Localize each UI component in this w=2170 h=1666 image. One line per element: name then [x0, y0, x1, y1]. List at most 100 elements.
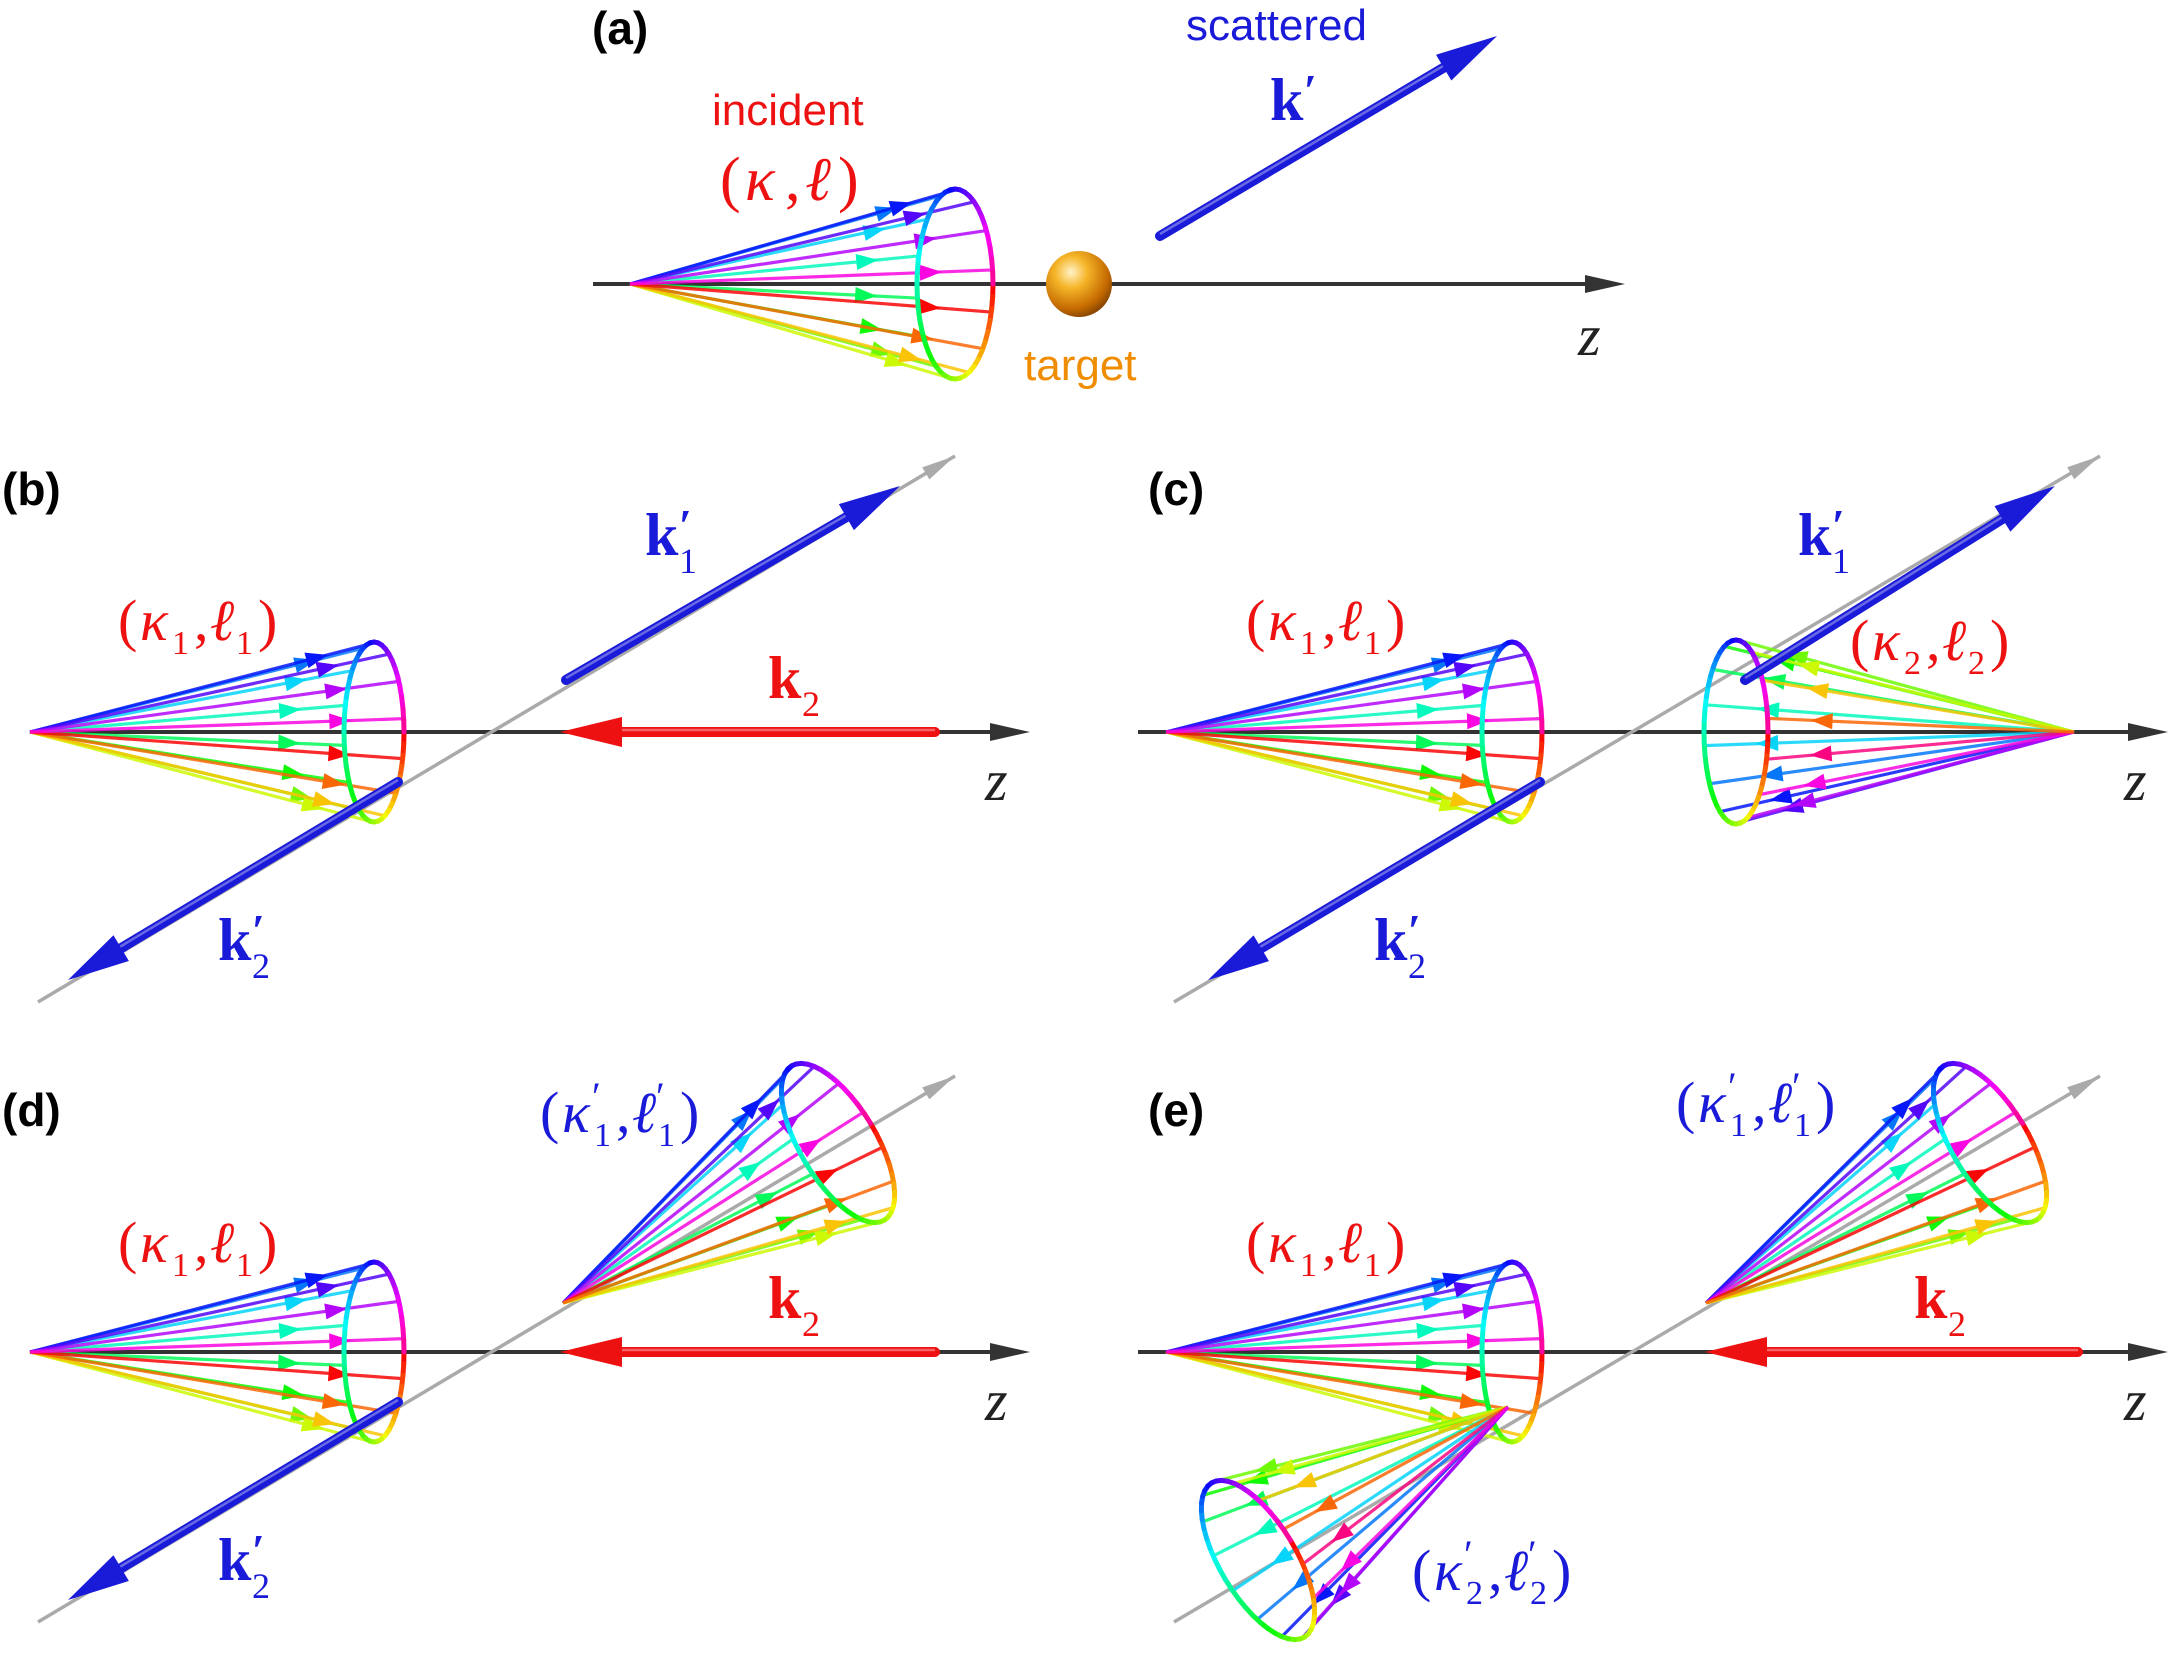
kappa-symbol: κ	[562, 1080, 591, 1145]
comma: ,	[616, 1080, 631, 1145]
subscript: 2	[1948, 1304, 1966, 1344]
arrow-b-k2-head	[560, 717, 622, 747]
paren-open: (	[540, 1080, 559, 1145]
arrow-c-k2p	[1237, 777, 1545, 965]
subscript: 1	[1300, 1247, 1317, 1284]
kappa-symbol: κ	[1434, 1538, 1463, 1603]
kappa-symbol: κ	[745, 146, 776, 214]
cone-ray-head	[1416, 1322, 1439, 1339]
cone-c-beam2	[1701, 637, 2075, 827]
cone-ray-head	[1880, 1132, 1903, 1154]
comma: ,	[785, 146, 801, 214]
arrow-d-k2p	[97, 1397, 403, 1585]
cone-ray-head	[1292, 1569, 1315, 1590]
ell-symbol: ℓ	[210, 1210, 234, 1275]
cone-ray-head	[278, 1354, 301, 1371]
ell-symbol: ℓ	[632, 1080, 656, 1145]
label-b-k1p: k′1	[645, 500, 697, 581]
axis-d-z: z	[984, 1368, 1008, 1433]
arrow-b-k1p-head	[838, 486, 900, 531]
subscript: 2	[252, 946, 270, 986]
cone-ray-head	[300, 795, 324, 812]
cone-ray-head	[1293, 1472, 1318, 1488]
k-symbol: k	[1798, 502, 1832, 568]
subscript: 2	[1408, 946, 1426, 986]
axis-b-z: z	[984, 748, 1008, 813]
prime-mark: ′	[252, 905, 265, 956]
cone-ray-head	[754, 1191, 778, 1210]
cone-ray-head	[1466, 1333, 1490, 1350]
arrow-c-k1p-head	[1994, 486, 2055, 532]
label-c-k2p: k′2	[1374, 905, 1426, 986]
arrow-b-k1p-shine	[565, 503, 867, 680]
cone-ray-head	[740, 1097, 762, 1120]
cone-ray-head	[327, 745, 351, 762]
k-symbol: k	[768, 1265, 802, 1331]
comma: ,	[1322, 1210, 1337, 1275]
diag-c-head	[2067, 456, 2100, 480]
subscript: 1	[679, 541, 697, 581]
subscript: 2	[1530, 1575, 1547, 1612]
arrow-b-k1p	[561, 501, 871, 685]
diagram-text: (a) (b) (c) (d) (e) incident scattered t…	[2, 1, 1367, 1136]
subscript: 2	[1466, 1575, 1483, 1612]
diag-e	[1173, 1074, 2101, 1624]
cone-ray-head	[1949, 1138, 1973, 1158]
cone-ray-head	[1797, 661, 1821, 677]
subscript: 1	[1794, 1107, 1811, 1144]
label-b-k2p: k′2	[218, 905, 270, 986]
subscript: 2	[252, 1566, 270, 1606]
cone-ray-head	[1810, 713, 1833, 730]
subscript: 1	[172, 625, 189, 662]
prime-mark: ′	[1792, 1064, 1801, 1109]
cone-ray-head	[1462, 1303, 1485, 1320]
paren-close: )	[1816, 1070, 1835, 1135]
arrow-d-k2p-shine	[101, 1398, 399, 1579]
ell-symbol: ℓ	[1768, 1070, 1792, 1135]
k-symbol: k	[1270, 67, 1304, 133]
paren-close: )	[680, 1080, 699, 1145]
prime-mark: ′	[1464, 1532, 1473, 1577]
panel-b-label: (b)	[2, 463, 61, 515]
axis-e-head	[2128, 1343, 2168, 1361]
cone-ray-head	[1974, 1219, 1998, 1235]
arrow-c-k1p	[1740, 502, 2027, 685]
target-label: target	[1024, 341, 1137, 390]
axis-a-z: z	[1577, 303, 1601, 368]
kappa-symbol: κ	[1268, 588, 1297, 653]
cone-ray-head	[324, 1303, 348, 1320]
k-symbol: k	[218, 1527, 252, 1593]
cone-ray-head	[1466, 713, 1490, 730]
kappa-symbol: κ	[1268, 1210, 1297, 1275]
label-e-out2: (κ′2,ℓ′2)	[1412, 1532, 1571, 1612]
paren-open: (	[118, 1210, 137, 1275]
arrow-b-k2p-head	[68, 935, 129, 980]
cone-ray-head	[321, 1393, 345, 1409]
subscript: 1	[172, 1247, 189, 1284]
axis-c-head	[2128, 723, 2168, 741]
k-symbol: k	[645, 502, 679, 568]
cone-ray-head	[1271, 1546, 1294, 1566]
cone-ray-head	[1313, 1583, 1335, 1605]
paren-open: (	[1676, 1070, 1695, 1135]
label-c-k1p: k′1	[1798, 500, 1850, 581]
ell-symbol: ℓ	[1338, 1210, 1362, 1275]
cone-ray-head	[278, 1323, 302, 1339]
cone-ray-head	[1908, 1099, 1930, 1121]
cone-ray-head	[918, 298, 941, 315]
cone-ray-head	[1438, 795, 1462, 812]
cone-ray-head	[1465, 745, 1489, 762]
cone-ray-head	[823, 1198, 848, 1214]
axis-b-head	[990, 723, 1030, 741]
cone-ray-head	[730, 1132, 752, 1154]
arrow-d-k2p-head	[68, 1555, 129, 1600]
arrow-c-k2p-shine	[1241, 778, 1541, 959]
cone-ring	[2013, 1111, 2026, 1126]
cone-ray-head	[1889, 1161, 1912, 1181]
axis-c-z: z	[2123, 748, 2147, 813]
cone-ray-head	[1442, 652, 1466, 669]
arrow-a-scattered-head	[1436, 36, 1497, 81]
cone-ring	[1281, 1528, 1294, 1543]
cone-ray-head	[798, 1138, 822, 1158]
